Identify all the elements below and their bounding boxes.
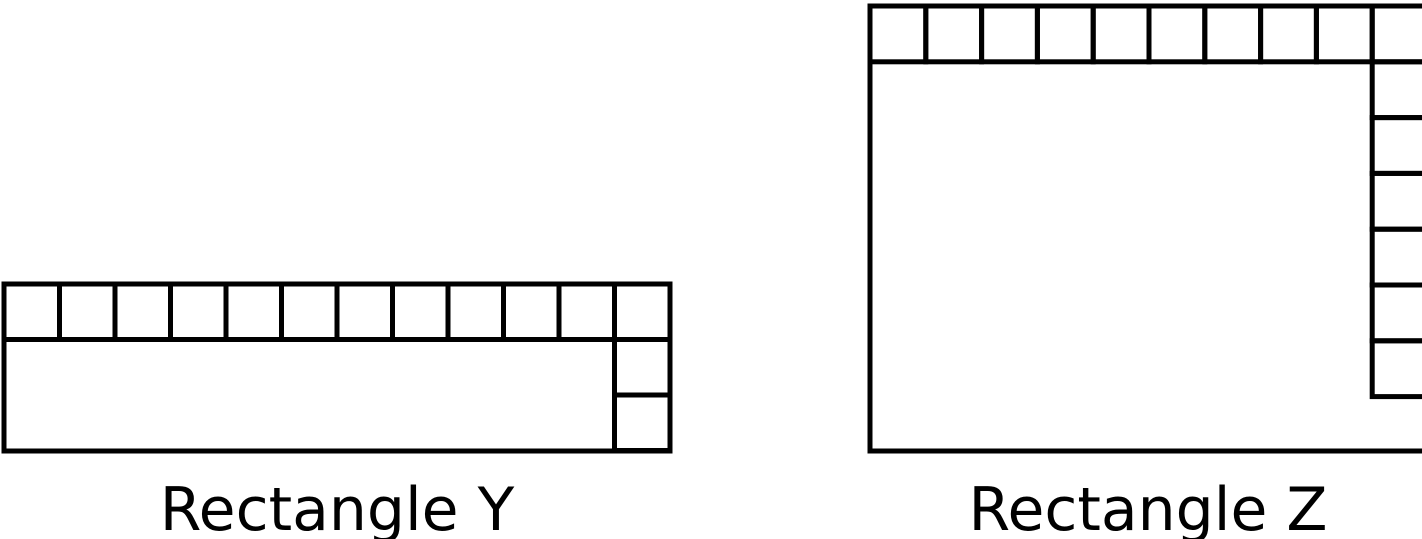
unit-square (923, 3, 985, 65)
rectangle-z-unit-squares (867, 3, 1422, 400)
rectangle-y-unit-squares (1, 281, 673, 453)
unit-square (1369, 226, 1422, 288)
unit-square (1258, 3, 1319, 65)
unit-square (1369, 282, 1422, 344)
unit-square (279, 281, 340, 342)
unit-square (1034, 3, 1096, 65)
unit-square (334, 281, 395, 342)
unit-square (612, 337, 673, 398)
unit-square (1369, 338, 1422, 400)
unit-square (223, 281, 284, 342)
unit-square (1369, 170, 1422, 232)
unit-square (1146, 3, 1208, 65)
unit-square (112, 281, 173, 342)
unit-square (501, 281, 562, 342)
unit-square (1369, 3, 1422, 65)
rectangle-y-label: Rectangle Y (160, 475, 515, 539)
unit-square (1202, 3, 1264, 65)
rectangle-z: Rectangle Z (867, 3, 1422, 539)
unit-square (168, 281, 229, 342)
unit-square (556, 281, 617, 342)
unit-square (1313, 3, 1375, 65)
unit-square (867, 3, 929, 65)
rectangle-z-outline (867, 3, 1422, 454)
rectangle-z-label: Rectangle Z (968, 475, 1327, 539)
rectangle-y: Rectangle Y (1, 281, 673, 539)
unit-square (1369, 59, 1422, 121)
unit-square (612, 392, 673, 453)
unit-square (1369, 115, 1422, 176)
unit-square (445, 281, 506, 342)
unit-square (390, 281, 451, 342)
unit-square (979, 3, 1040, 65)
unit-square (1, 281, 62, 342)
unit-square (57, 281, 118, 342)
unit-square (612, 281, 673, 342)
unit-square (1090, 3, 1152, 65)
